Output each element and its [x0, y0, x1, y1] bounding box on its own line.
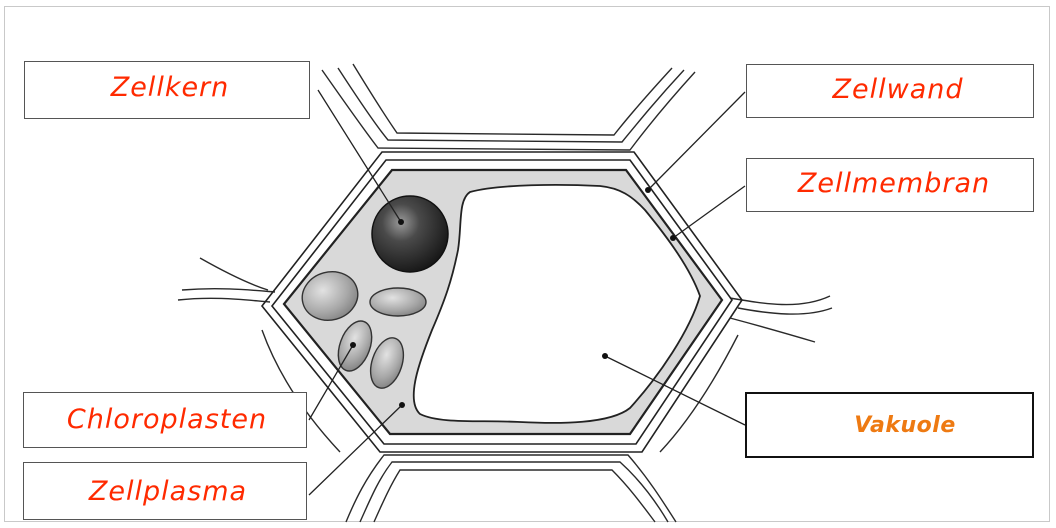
zellmembran-label: Zellmembran	[766, 164, 1022, 204]
zellkern-label: Zellkern	[92, 68, 248, 108]
vakuole-label: Vakuole	[830, 406, 980, 446]
nucleus-shape	[372, 196, 448, 272]
chloroplasten-label: Chloroplasten	[36, 400, 298, 440]
zellplasma-label: Zellplasma	[68, 472, 268, 512]
zellwand-label: Zellwand	[810, 70, 986, 110]
